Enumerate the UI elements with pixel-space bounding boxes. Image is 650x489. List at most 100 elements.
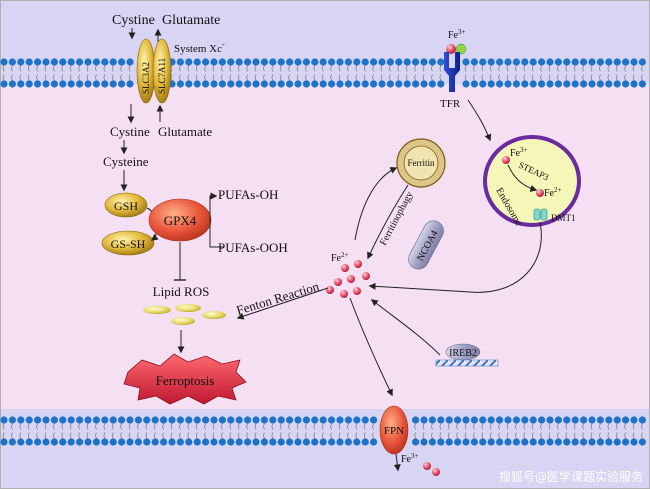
lipid-head xyxy=(496,58,504,66)
lipid-tail xyxy=(246,74,248,81)
lipid-tail xyxy=(313,65,316,72)
gssh-label: GS-SH xyxy=(111,237,146,251)
lipid-head xyxy=(235,416,243,424)
lipid-tail xyxy=(120,65,122,72)
lipid-head xyxy=(336,58,344,66)
lipid-tail xyxy=(372,423,374,430)
lipid-head xyxy=(59,80,67,88)
lipid-head xyxy=(361,416,369,424)
lipid-tail xyxy=(464,74,467,81)
lipid-tail xyxy=(355,432,358,439)
lipid-tail xyxy=(321,65,324,72)
lipid-tail xyxy=(44,432,47,439)
lipid-head xyxy=(160,416,168,424)
lipid-head xyxy=(613,416,621,424)
lipid-tail xyxy=(27,432,30,439)
lipid-head xyxy=(546,416,554,424)
lipid-tail xyxy=(615,65,618,72)
lipid-head xyxy=(630,58,638,66)
lipid-tail xyxy=(582,432,584,439)
dmt1-channel-left xyxy=(533,208,541,221)
lipid-head xyxy=(622,416,630,424)
lipid-tail xyxy=(615,423,618,430)
lipid-head xyxy=(496,438,504,446)
lipid-head xyxy=(529,438,537,446)
lipid-tail xyxy=(347,423,349,430)
lipid-tail xyxy=(624,74,626,81)
lipid-head xyxy=(605,80,613,88)
lipid-head xyxy=(84,58,92,66)
lipid-head xyxy=(202,416,210,424)
lipid-head xyxy=(118,416,126,424)
lipid-tail xyxy=(279,423,282,430)
lipid-tail xyxy=(338,432,341,439)
lipid-head xyxy=(260,438,268,446)
lipid-ros-particle xyxy=(171,317,195,325)
lipid-tail xyxy=(590,432,593,439)
lipid-tail xyxy=(615,74,618,81)
lipid-head xyxy=(84,438,92,446)
lipid-head xyxy=(328,80,336,88)
lipid-head xyxy=(235,438,243,446)
lipid-head xyxy=(370,438,378,446)
lipid-head xyxy=(479,438,487,446)
lipid-tail xyxy=(246,432,248,439)
lipid-head xyxy=(92,80,100,88)
lipid-head xyxy=(319,416,327,424)
lipid-head xyxy=(487,80,495,88)
lipid-tail xyxy=(296,74,299,81)
lipid-tail xyxy=(195,65,198,72)
lipid-head xyxy=(328,58,336,66)
lipid-tail xyxy=(422,65,425,72)
lipid-head xyxy=(563,58,571,66)
lipid-tail xyxy=(137,423,139,430)
lipid-head xyxy=(185,58,193,66)
lipid-head xyxy=(420,416,428,424)
lipid-tail xyxy=(11,432,13,439)
lipid-tail xyxy=(573,432,576,439)
lipid-head xyxy=(412,58,420,66)
lipid-tail xyxy=(599,74,601,81)
lipid-head xyxy=(202,80,210,88)
lipid-tail xyxy=(279,432,282,439)
lipid-head xyxy=(462,58,470,66)
lipid-head xyxy=(84,416,92,424)
lipid-tail xyxy=(347,432,349,439)
lipid-tail xyxy=(237,423,240,430)
lipid-head xyxy=(92,58,100,66)
tfr-to-endosome-arrow xyxy=(467,99,492,142)
lipid-head xyxy=(328,416,336,424)
lipid-head xyxy=(168,438,176,446)
lipid-tail xyxy=(632,423,635,430)
lipid-head xyxy=(302,58,310,66)
lipid-head xyxy=(76,438,84,446)
lipid-head xyxy=(67,438,75,446)
lipid-head xyxy=(109,80,117,88)
lipid-head xyxy=(17,416,25,424)
lipid-tail xyxy=(363,423,366,430)
lipid-head xyxy=(252,416,260,424)
lipid-tail xyxy=(36,423,38,430)
steap3-reduction-arrow xyxy=(507,164,538,192)
lipid-tail xyxy=(103,74,106,81)
lipid-tail xyxy=(212,423,215,430)
lipid-head xyxy=(403,80,411,88)
gsh-label: GSH xyxy=(114,199,138,213)
cystine-intracellular-label: Cystine xyxy=(110,124,150,139)
lipid-head xyxy=(101,80,109,88)
lipid-head xyxy=(319,58,327,66)
lipid-tail xyxy=(103,432,106,439)
lipid-head xyxy=(428,80,436,88)
lipid-head xyxy=(596,80,605,88)
fe2-ion xyxy=(353,287,361,295)
lipid-tail xyxy=(531,74,534,81)
lipid-tail xyxy=(607,432,610,439)
lipid-head xyxy=(630,80,638,88)
lipid-tail xyxy=(53,74,55,81)
lipid-tail xyxy=(473,423,475,430)
lipid-tail xyxy=(95,423,97,430)
lipid-tail xyxy=(61,65,64,72)
lipid-tail xyxy=(36,432,38,439)
lipid-head xyxy=(470,438,478,446)
endosome-fe3-dot xyxy=(502,156,510,164)
